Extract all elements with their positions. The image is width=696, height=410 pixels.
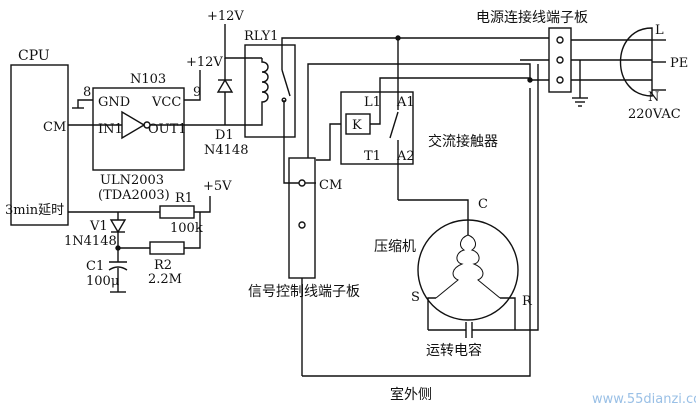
contactor-a2-label: A2 (396, 149, 415, 164)
d1-label: D1 (215, 128, 234, 143)
outdoor-label: 室外侧 (390, 386, 432, 403)
relay-coil (232, 58, 269, 126)
v1-part-label: 1N4148 (64, 234, 117, 249)
v5-label: +5V (203, 179, 232, 194)
line-n-label: N (648, 90, 659, 105)
vac-label: 220VAC (628, 107, 681, 122)
ic-in1-label: IN1 (98, 122, 123, 137)
pin9-label: 9 (193, 85, 201, 100)
r1-resistor (159, 205, 195, 219)
contactor-t1-label: T1 (364, 149, 381, 164)
c1-value-label: 100μ (86, 274, 119, 289)
compressor-winding (435, 234, 501, 299)
signal-cm-label: CM (319, 178, 342, 193)
v1-label: V1 (89, 219, 108, 234)
r2-resistor (149, 241, 185, 255)
r1-value-label: 100k (170, 221, 203, 236)
line-pe-label: PE (670, 56, 688, 71)
ic-uln-label: ULN2003 (100, 173, 164, 188)
signal-terminal-board (288, 157, 316, 279)
v1-diode (109, 219, 127, 234)
cpu-delay-label: 3min延时 (5, 203, 64, 218)
contactor-k-label: K (352, 118, 362, 133)
compressor-r-label: R (522, 294, 533, 309)
ic-gnd-label: GND (98, 95, 130, 110)
contactor-block (340, 91, 414, 165)
ic-vcc-label: VCC (151, 95, 181, 110)
r2-value-label: 2.2M (148, 272, 182, 287)
ic-tda-label: (TDA2003) (98, 188, 170, 203)
signal-board-label: 信号控制线端子板 (248, 284, 360, 300)
rly1-label: RLY1 (244, 29, 278, 44)
rly1-block (244, 44, 296, 138)
power-board-label: 电源连接线端子板 (476, 9, 588, 26)
line-l-label: L (655, 23, 664, 38)
contactor-switch (389, 111, 399, 139)
c1-label: C1 (86, 259, 104, 274)
buffer-symbol (121, 110, 146, 140)
cpu-label: CPU (18, 48, 50, 64)
relay-switch (281, 69, 291, 97)
pin8-label: 8 (83, 85, 91, 100)
compressor-c-label: C (478, 197, 488, 212)
cpu-block (10, 64, 69, 226)
r2-label: R2 (154, 258, 172, 273)
r1-label: R1 (175, 191, 193, 206)
cpu-cm-label: CM (43, 120, 66, 135)
ic-n103-label: N103 (130, 72, 166, 87)
compressor-s-label: S (411, 290, 420, 305)
compressor-label: 压缩机 (374, 239, 416, 255)
watermark: www.55dianzi.com (592, 392, 696, 407)
contactor-l1-label: L1 (364, 95, 381, 110)
contactor-a1-label: A1 (396, 95, 415, 110)
d1-diode (216, 78, 234, 93)
uln2003-ic (92, 87, 185, 171)
v12-top-label: +12V (207, 9, 244, 24)
d1-part-label: N4148 (204, 143, 248, 158)
ic-out1-label: OUT1 (148, 122, 187, 137)
power-plug (619, 27, 653, 97)
contactor-label: 交流接触器 (428, 133, 498, 150)
run-cap-label: 运转电容 (426, 342, 482, 359)
v12-mid-label: +12V (186, 55, 223, 70)
